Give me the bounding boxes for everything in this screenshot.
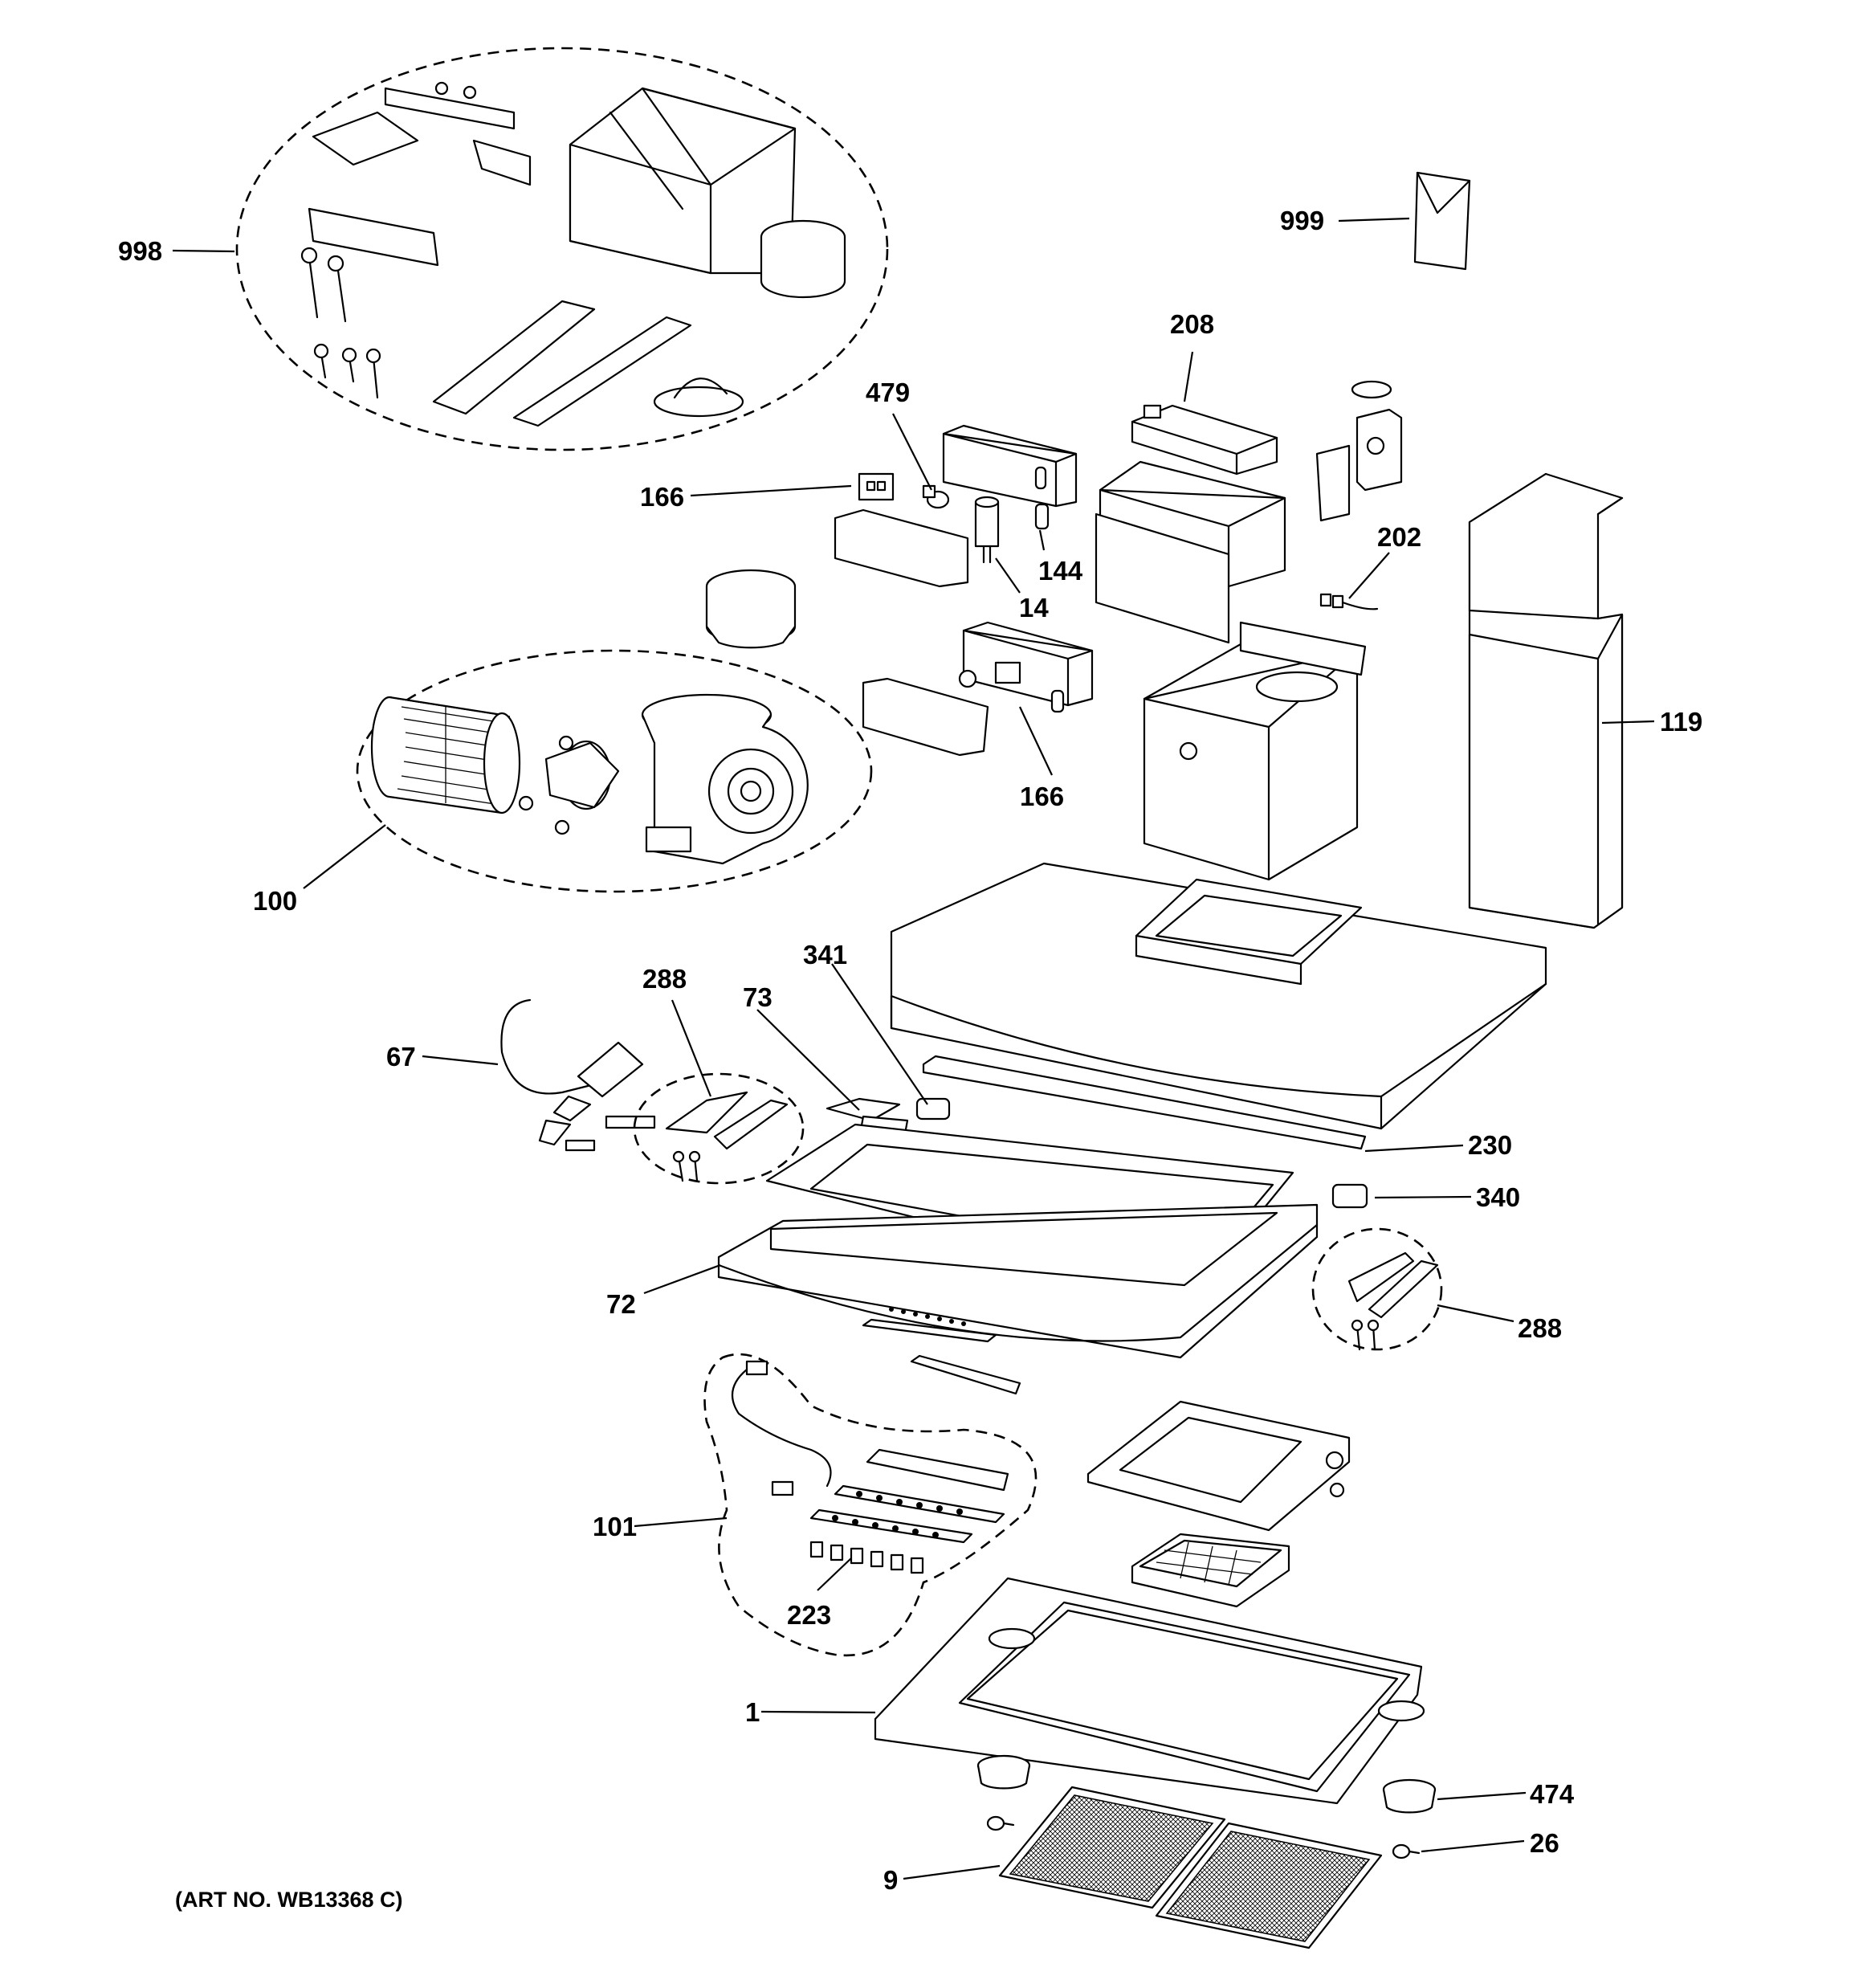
label-479: 479 <box>866 378 910 407</box>
part-288-lamp-sockets-left <box>633 1072 805 1185</box>
part-100-blower-assembly <box>356 649 873 893</box>
label-14: 14 <box>1019 593 1049 623</box>
label-100: 100 <box>253 886 297 916</box>
part-9-grease-filters <box>998 1786 1383 1949</box>
label-341: 341 <box>803 940 847 970</box>
label-101: 101 <box>593 1512 637 1541</box>
label-72: 72 <box>606 1289 636 1319</box>
label-288-left: 288 <box>642 964 687 994</box>
upper-electrical-group <box>705 380 1403 881</box>
label-230: 230 <box>1468 1130 1512 1160</box>
art-number: (ART NO. WB13368 C) <box>175 1888 403 1912</box>
charcoal-filter <box>1131 1533 1290 1608</box>
part-labels: 998 999 208 479 166 144 14 202 166 119 1… <box>118 206 1702 1912</box>
label-223: 223 <box>787 1600 831 1630</box>
label-998: 998 <box>118 236 162 266</box>
label-166-board: 166 <box>1020 782 1064 811</box>
part-208-transformer <box>1131 404 1278 476</box>
part-474-lamp-housing <box>976 1754 1437 1814</box>
glass-panel-group <box>717 1097 1368 1395</box>
label-9: 9 <box>883 1865 898 1895</box>
label-202: 202 <box>1377 522 1421 552</box>
leader-lines <box>172 217 1655 1880</box>
label-26: 26 <box>1530 1828 1559 1858</box>
part-101-control-board-assembly <box>703 1353 1037 1657</box>
label-144: 144 <box>1038 556 1083 586</box>
hood-canopy <box>890 862 1547 1150</box>
part-119-duct-cover <box>1468 472 1624 929</box>
label-288-right: 288 <box>1518 1313 1562 1343</box>
label-119: 119 <box>1660 707 1702 737</box>
label-166-switch: 166 <box>640 482 684 512</box>
label-67: 67 <box>386 1042 416 1072</box>
part-999-literature <box>1413 171 1471 271</box>
label-999: 999 <box>1280 206 1324 235</box>
label-340: 340 <box>1476 1182 1520 1212</box>
part-288-lamp-sockets-right <box>1311 1227 1443 1351</box>
inner-baffle-plate <box>1086 1400 1351 1532</box>
label-208: 208 <box>1170 309 1214 339</box>
label-474: 474 <box>1530 1779 1575 1809</box>
part-67-lamp-harness <box>500 998 656 1152</box>
label-1: 1 <box>745 1697 760 1727</box>
part-1-bottom-frame <box>874 1577 1425 1805</box>
label-73: 73 <box>743 982 773 1012</box>
part-998-mounting-kit <box>235 47 889 451</box>
part-26-halogen-bulb <box>986 1815 1421 1859</box>
